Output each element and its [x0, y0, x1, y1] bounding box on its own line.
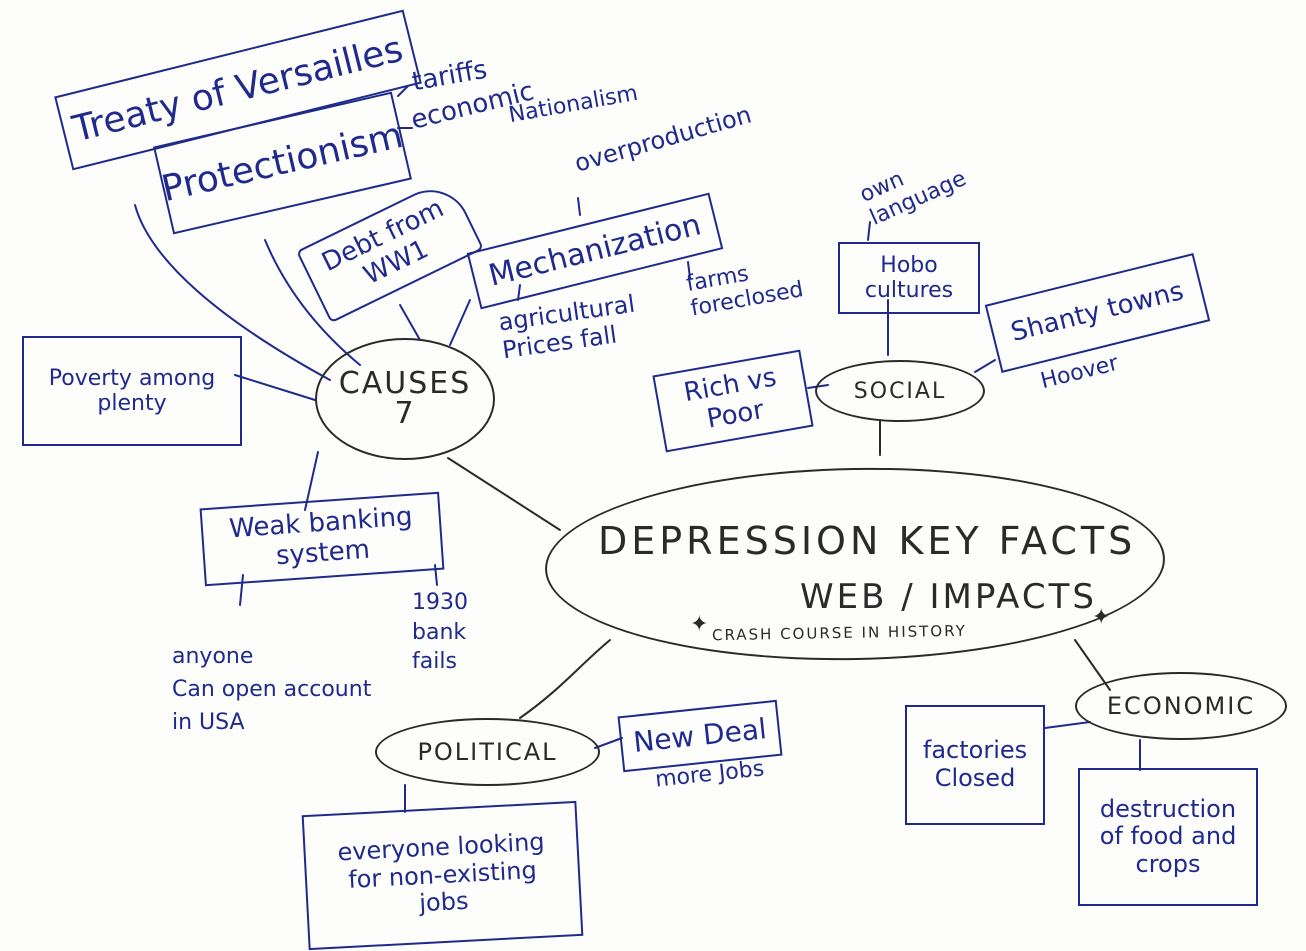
central-topic-title-2: WEB / IMPACTS — [800, 577, 1097, 617]
poverty-among-plenty-box: Poverty among plenty — [22, 336, 242, 446]
causes-hub: CAUSES 7 — [315, 338, 495, 460]
destruction-of-food-box: destruction of food and crops — [1078, 768, 1258, 906]
everyone-looking-box: everyone looking for non-existing jobs — [301, 800, 584, 951]
star-icon-left: ✦ — [690, 612, 709, 637]
star-icon-right: ✦ — [1092, 605, 1111, 630]
hobo-cultures-box: Hobo cultures — [838, 242, 980, 314]
factories-closed-box: factories Closed — [905, 705, 1045, 825]
central-topic-title: DEPRESSION KEY FACTS — [598, 519, 1137, 563]
note-anyone-can-open: anyone Can open account in USA — [172, 644, 372, 735]
political-hub: POLITICAL — [375, 718, 600, 786]
social-hub: SOCIAL — [815, 360, 985, 422]
weak-banking-box: Weak banking system — [199, 491, 445, 587]
note-1930-bank-fails: 1930 bank fails — [412, 590, 468, 675]
economic-hub: ECONOMIC — [1075, 672, 1287, 740]
